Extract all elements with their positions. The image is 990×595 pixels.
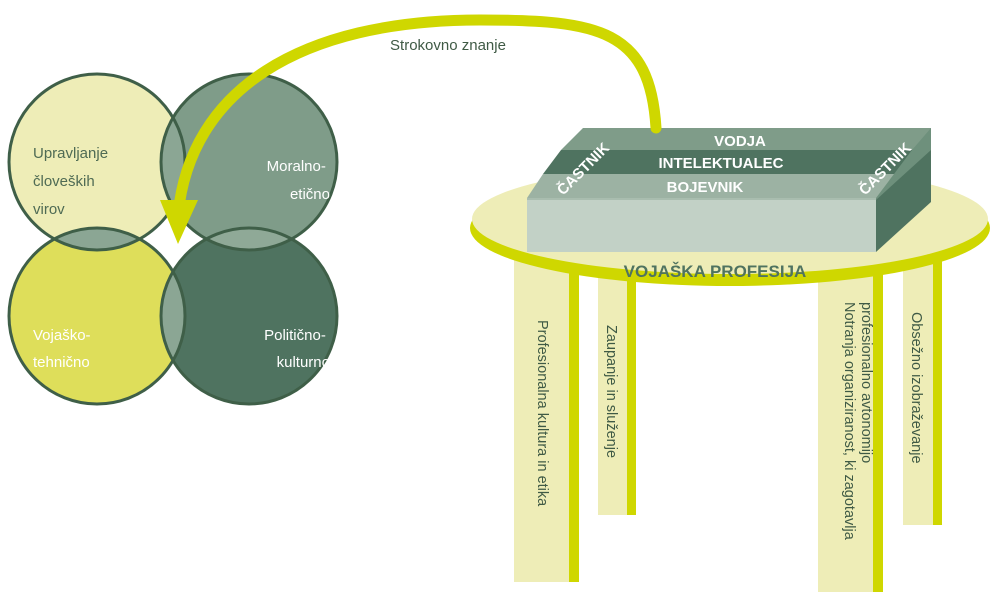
layer-vodja bbox=[561, 128, 931, 150]
table-leg-2: Zaupanje in služenje bbox=[598, 250, 636, 515]
leg-label-1: Profesionalna kultura in etika bbox=[534, 320, 550, 507]
layer-label-vodja: VODJA bbox=[714, 133, 766, 150]
venn-circle-top-left bbox=[9, 74, 185, 250]
table-leg-4: Obsežno izobraževanje bbox=[903, 250, 942, 525]
table-leg-1: Profesionalna kultura in etika bbox=[514, 250, 579, 582]
layer-intelektualec bbox=[543, 150, 912, 174]
layer-label-intelektualec: INTELEKTUALEC bbox=[659, 155, 784, 172]
table-legs: Profesionalna kultura in etika Zaupanje … bbox=[514, 250, 942, 592]
venn-label-top-left: Upravljanje človeških virov bbox=[33, 145, 112, 218]
venn-label-top-right: Moralno- etično bbox=[267, 158, 330, 203]
leg-label-4: Obsežno izobraževanje bbox=[908, 312, 924, 464]
venn-circle-top-right bbox=[161, 74, 337, 250]
venn-label-bottom-left: Vojaško- tehnično bbox=[33, 327, 95, 371]
arrowhead bbox=[160, 200, 198, 244]
table-title: VOJAŠKA PROFESIJA bbox=[624, 262, 807, 281]
arrow-label: Strokovno znanje bbox=[390, 37, 506, 54]
leg-label-3: Notranja organiziranost, ki zagotavlja p… bbox=[841, 302, 874, 544]
layer-label-bojevnik: BOJEVNIK bbox=[667, 179, 744, 196]
table-leg-3: Notranja organiziranost, ki zagotavlja p… bbox=[818, 250, 883, 592]
venn-circle-bottom-left bbox=[9, 228, 185, 404]
profession-block: VODJA INTELEKTUALEC BOJEVNIK ČASTNIK ČAS… bbox=[527, 128, 931, 252]
layer-bojevnik bbox=[527, 174, 894, 198]
knowledge-arrow: Strokovno znanje bbox=[160, 14, 662, 244]
venn-label-bottom-right: Politično- kulturno bbox=[264, 327, 330, 371]
leg-label-2: Zaupanje in služenje bbox=[603, 325, 619, 458]
venn-circle-bottom-right bbox=[161, 228, 337, 404]
venn-diagram: Upravljanje človeških virov Moralno- eti… bbox=[7, 72, 339, 406]
